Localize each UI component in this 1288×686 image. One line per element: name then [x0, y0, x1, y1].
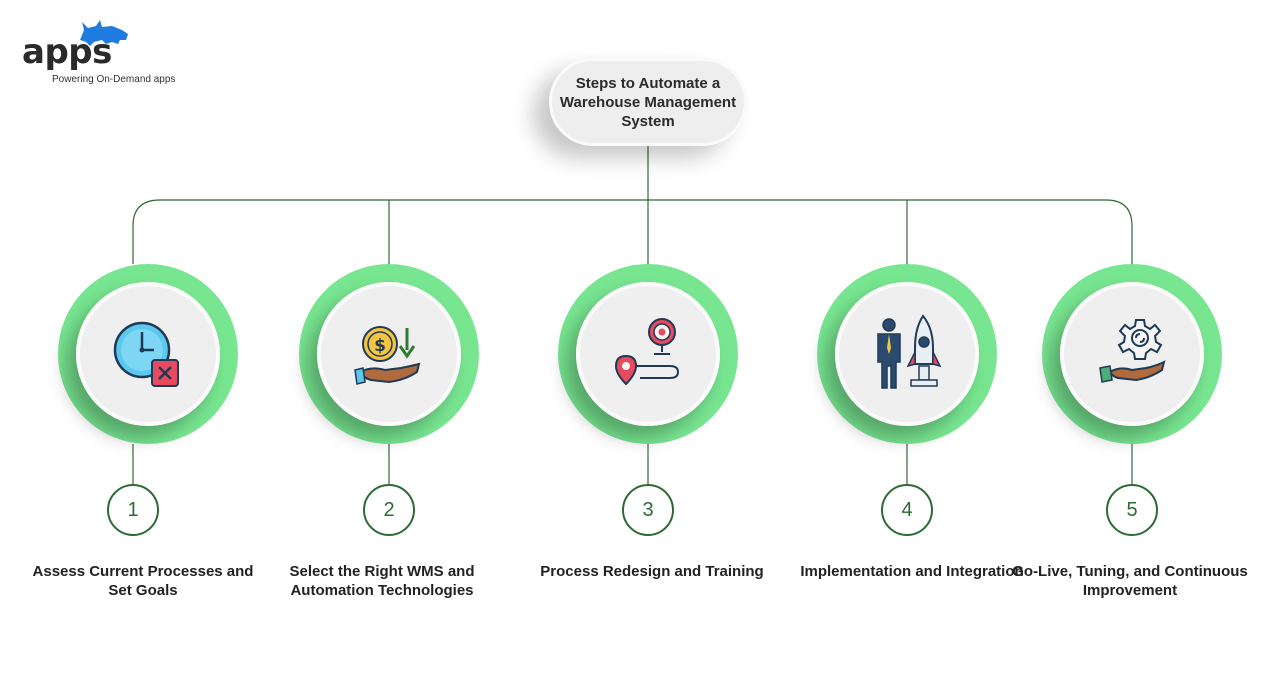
businessman-rocket-icon	[877, 314, 942, 389]
step-4-label: Implementation and Integration	[800, 563, 1024, 580]
step-1-circle	[58, 264, 238, 444]
step-5-circle	[1042, 264, 1222, 444]
money-hand-icon: $	[354, 326, 421, 385]
brand-name: apps	[22, 32, 112, 72]
step-3-label: Process Redesign and Training	[540, 563, 764, 580]
title-pill: Steps to Automate a Warehouse Management…	[549, 58, 747, 146]
brand-logo: apps Powering On-Demand apps	[20, 18, 200, 88]
step-2-number: 2	[363, 484, 415, 536]
step-5-label: Go-Live, Tuning, and Continuous Improvem…	[1012, 563, 1248, 599]
step-2-label: Select the Right WMS and Automation Tech…	[289, 563, 475, 599]
step-3-number: 3	[622, 484, 674, 536]
step-1-number: 1	[107, 484, 159, 536]
step-2-circle: $	[299, 264, 479, 444]
brand-tagline: Powering On-Demand apps	[52, 74, 176, 85]
step-3-circle	[558, 264, 738, 444]
step-4-number: 4	[881, 484, 933, 536]
diagram-title: Steps to Automate a Warehouse Management…	[559, 74, 737, 130]
svg-text:$: $	[374, 336, 386, 356]
step-4-circle	[817, 264, 997, 444]
clock-icon	[113, 321, 179, 387]
gear-hand-icon	[1099, 319, 1166, 383]
step-5-number: 5	[1106, 484, 1158, 536]
route-target-icon	[614, 318, 680, 386]
step-1-label: Assess Current Processes and Set Goals	[32, 563, 254, 599]
rhino-icon	[80, 20, 128, 46]
